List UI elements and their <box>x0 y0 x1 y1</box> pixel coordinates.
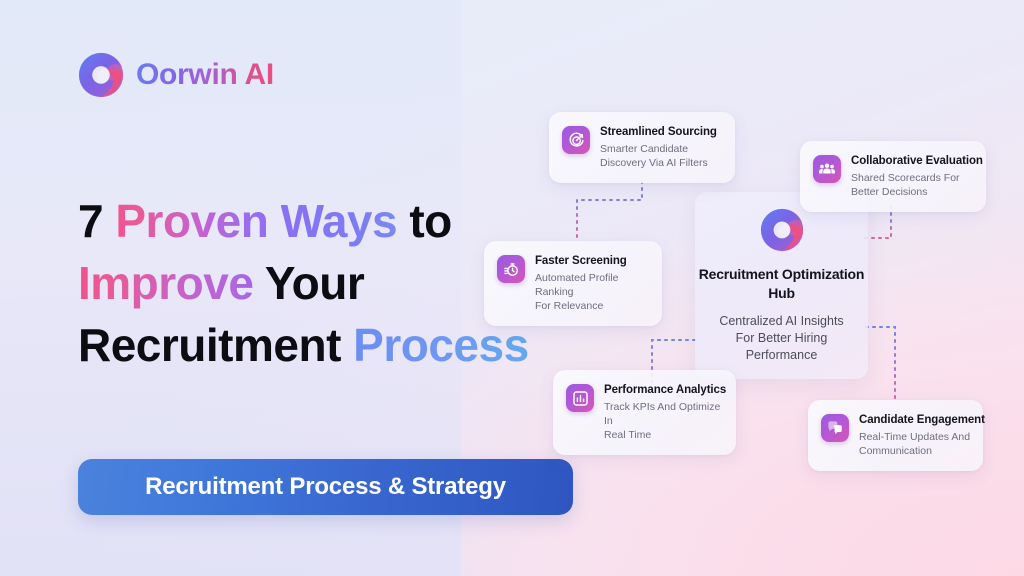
oorwin-c-logo-icon <box>760 208 803 252</box>
topic-banner-label: Recruitment Process & Strategy <box>145 473 506 500</box>
headline-seg: Process <box>353 319 529 371</box>
feature-card-description: Track KPIs And Optimize In Real Time <box>604 401 721 441</box>
page-title: 7 Proven Ways to Improve Your Recruitmen… <box>78 190 638 376</box>
feature-card-title: Streamlined Sourcing <box>600 126 717 138</box>
feature-card-text: Candidate Engagement Real-Time Updates A… <box>859 413 985 458</box>
feature-card-text: Streamlined Sourcing Smarter Candidate D… <box>600 125 717 170</box>
headline-seg: Ways <box>280 195 410 247</box>
headline-line-1: 7 Proven Ways to <box>78 190 638 252</box>
feature-card-description: Real-Time Updates And Communication <box>859 431 971 457</box>
feature-card-title: Candidate Engagement <box>859 414 985 426</box>
headline-line-2: Improve Your <box>78 252 638 314</box>
people-group-icon <box>813 155 841 183</box>
headline-seg: 7 <box>78 195 116 247</box>
feature-card-sourcing[interactable]: Streamlined Sourcing Smarter Candidate D… <box>549 112 735 183</box>
feature-card-text: Collaborative Evaluation Shared Scorecar… <box>851 154 983 199</box>
chat-bubbles-icon <box>821 414 849 442</box>
headline-seg: Improve <box>78 257 265 309</box>
feature-card-text: Faster Screening Automated Profile Ranki… <box>535 254 648 313</box>
hub-description: Centralized AI Insights For Better Hirin… <box>719 314 844 362</box>
headline-line-3: Recruitment Process <box>78 314 638 376</box>
feature-card-faster-screening[interactable]: Faster Screening Automated Profile Ranki… <box>484 241 662 326</box>
headline-seg: to <box>409 195 452 247</box>
bar-chart-icon <box>566 384 594 412</box>
headline-seg: Recruitment <box>78 319 354 371</box>
feature-card-title: Performance Analytics <box>604 384 727 396</box>
feature-card-candidate-engagement[interactable]: Candidate Engagement Real-Time Updates A… <box>808 400 985 471</box>
hub-card[interactable]: Recruitment Optimization Hub Centralized… <box>695 192 868 379</box>
feature-card-title: Faster Screening <box>535 255 627 267</box>
feature-card-description: Shared Scorecards For Better Decisions <box>851 172 960 198</box>
topic-banner[interactable]: Recruitment Process & Strategy <box>78 459 573 515</box>
headline-seg: Proven <box>115 195 281 247</box>
feature-card-description: Automated Profile Ranking For Relevance <box>535 272 619 312</box>
brand-logo: Oorwin AI <box>78 52 274 98</box>
feature-card-performance-analytics[interactable]: Performance Analytics Track KPIs And Opt… <box>553 370 736 455</box>
target-arrow-icon <box>562 126 590 154</box>
stopwatch-icon <box>497 255 525 283</box>
headline-seg: Your <box>264 257 365 309</box>
hub-title: Recruitment Optimization Hub <box>698 266 865 301</box>
feature-card-description: Smarter Candidate Discovery Via AI Filte… <box>600 143 708 169</box>
feature-card-title: Collaborative Evaluation <box>851 155 983 167</box>
oorwin-c-logo-icon <box>78 52 124 98</box>
feature-card-text: Performance Analytics Track KPIs And Opt… <box>604 383 726 442</box>
brand-name: Oorwin AI <box>136 58 274 91</box>
feature-card-collaborative-evaluation[interactable]: Collaborative Evaluation Shared Scorecar… <box>800 141 986 212</box>
